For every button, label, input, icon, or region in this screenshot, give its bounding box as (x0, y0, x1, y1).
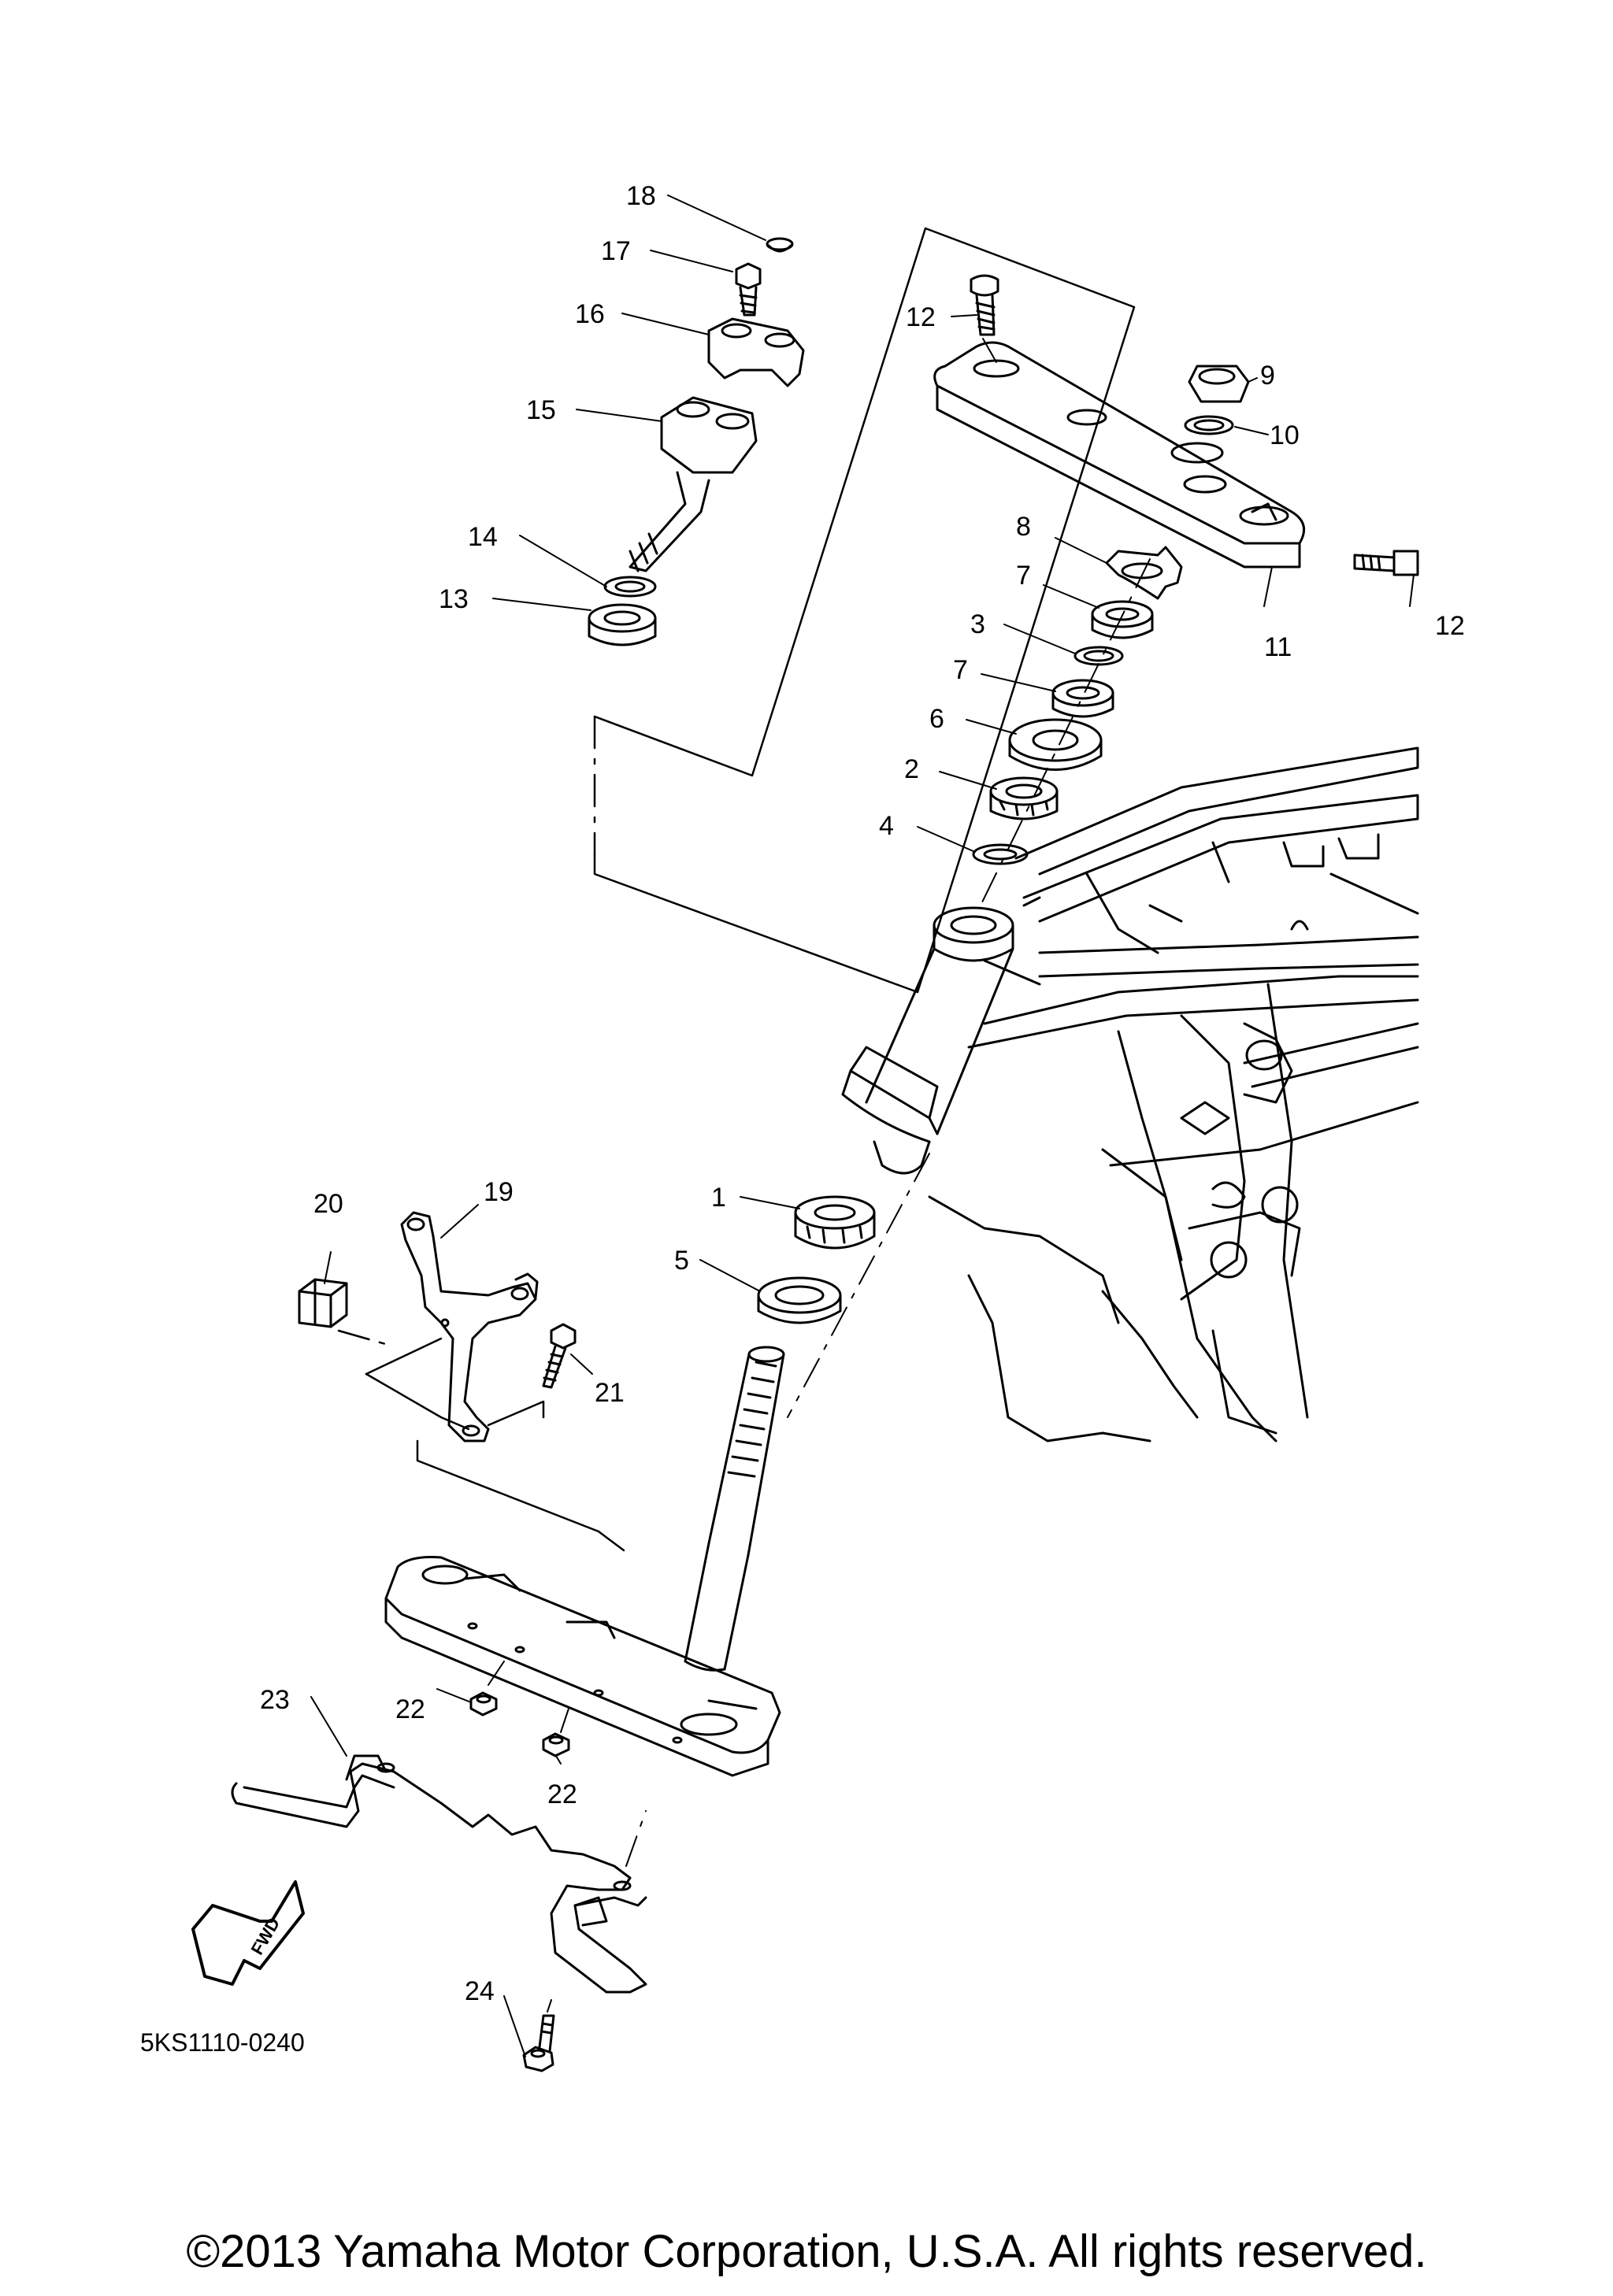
upper-bracket-11 (933, 341, 1306, 568)
copyright-notice: ©2013 Yamaha Motor Corporation, U.S.A. A… (186, 2226, 1427, 2277)
callout-17: 17 (601, 236, 631, 266)
motorcycle-frame (928, 746, 1419, 1442)
dust-seal-5 (757, 1276, 842, 1324)
callout-7-upper: 7 (1016, 561, 1031, 591)
diagram-code: 5KS1110-0240 (140, 2028, 305, 2057)
callout-24: 24 (465, 1976, 495, 2006)
holder-lower-15 (629, 396, 758, 572)
nut-22-left (469, 1661, 505, 1716)
callout-9: 9 (1260, 361, 1275, 391)
exploded-box-lower (337, 1329, 632, 1557)
nut-9 (1188, 365, 1250, 403)
damper-20 (298, 1278, 348, 1328)
callout-2: 2 (904, 754, 919, 784)
callout-18: 18 (626, 181, 656, 211)
bracket-19 (400, 1211, 539, 1442)
exploded-box-upper (593, 227, 1136, 994)
nut-22-right (542, 1708, 570, 1757)
callout-6: 6 (929, 704, 944, 734)
callout-22-right: 22 (547, 1779, 577, 1809)
callout-21: 21 (595, 1378, 625, 1408)
callout-19: 19 (484, 1177, 514, 1207)
bolt-17 (735, 262, 762, 317)
hose-guide-23 (231, 1754, 647, 1994)
leader-lines (310, 194, 1415, 2057)
lower-bracket (384, 1556, 781, 1777)
axis-line-lower (787, 1153, 930, 1418)
bolt-12-right (1353, 550, 1419, 576)
callout-20: 20 (313, 1189, 343, 1219)
callout-4: 4 (879, 811, 894, 841)
axis-line-upper (980, 558, 1151, 906)
callout-8: 8 (1016, 512, 1031, 542)
bolt-12-left (970, 274, 999, 336)
bolt-21 (542, 1323, 577, 1389)
callout-15: 15 (526, 395, 556, 425)
washer-3 (1073, 646, 1124, 666)
bearing-2 (989, 776, 1059, 820)
bolt-24 (522, 1999, 555, 2072)
callout-23: 23 (260, 1685, 290, 1715)
callout-13: 13 (439, 584, 469, 614)
washer-10 (1184, 415, 1234, 435)
bearing-cover-6 (1008, 718, 1103, 771)
washer-14 (603, 576, 657, 598)
axis-line-bottom (625, 1810, 647, 1867)
callout-22-left: 22 (395, 1694, 425, 1724)
holder-upper-16 (707, 317, 805, 387)
callout-5: 5 (674, 1246, 689, 1276)
callout-12-left: 12 (906, 302, 936, 332)
fwd-arrow-icon (191, 1880, 305, 1986)
steering-head-tube (841, 896, 1041, 1175)
callout-labels: 18 17 16 15 14 13 12 9 10 8 7 3 7 6 2 4 … (140, 181, 1465, 2057)
callout-12-right: 12 (1435, 611, 1465, 641)
ring-nut-7-lower (1051, 679, 1114, 718)
lower-bearing-1 (794, 1195, 876, 1250)
callout-14: 14 (468, 522, 498, 552)
seal-4 (972, 843, 1029, 865)
callout-1: 1 (711, 1183, 726, 1213)
ring-nut-7-upper (1091, 600, 1154, 639)
steering-stem (684, 1346, 785, 1672)
callout-11: 11 (1264, 632, 1292, 662)
cap-18 (766, 237, 794, 253)
lock-washer-8 (1105, 546, 1183, 600)
callout-10: 10 (1270, 420, 1300, 450)
damper-13 (588, 603, 657, 646)
callout-16: 16 (575, 299, 605, 329)
callout-3: 3 (970, 609, 985, 639)
callout-7-lower: 7 (953, 655, 968, 685)
